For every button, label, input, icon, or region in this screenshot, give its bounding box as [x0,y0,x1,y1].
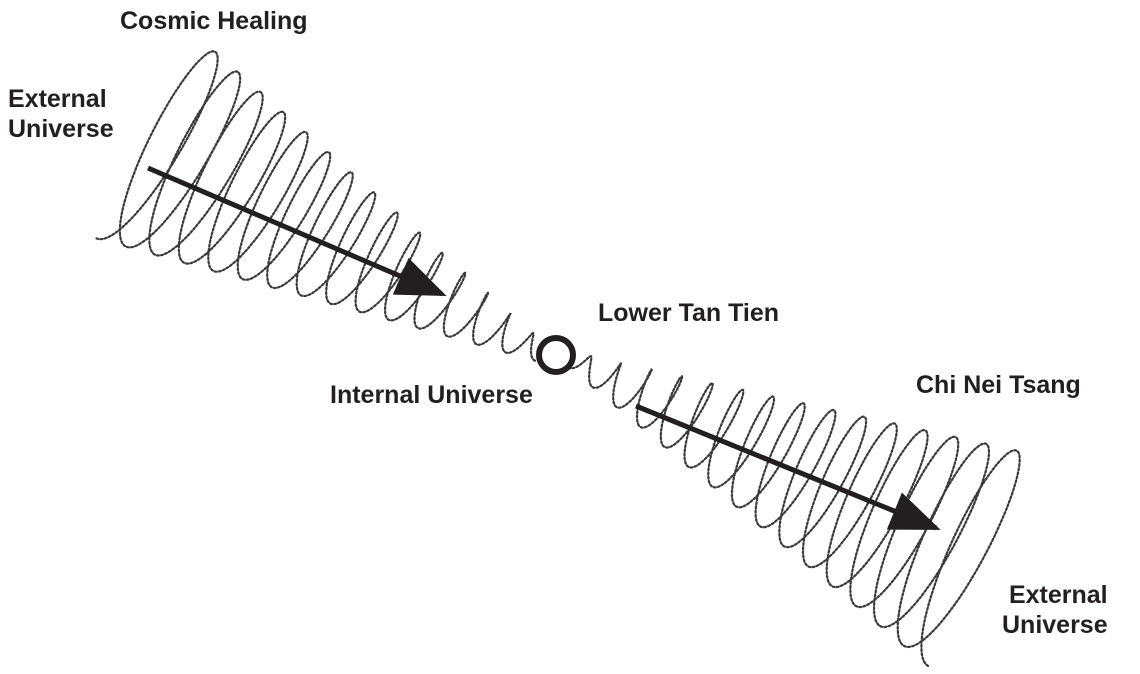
right-spiral-coil [569,356,1020,666]
external-universe-right-line2: Universe [1002,610,1108,640]
external-universe-left-line1: External [8,84,114,114]
cosmic-healing-label: Cosmic Healing [120,6,308,36]
left-energy-spiral [97,51,536,361]
right-energy-spiral [569,356,1020,666]
chi-nei-tsang-label: Chi Nei Tsang [916,370,1081,400]
external-universe-left-label: External Universe [8,84,114,144]
external-universe-left-line2: Universe [8,114,114,144]
lower-tan-tien-circle [539,338,573,372]
external-universe-right-line1: External [1002,580,1108,610]
external-universe-right-label: External Universe [1002,580,1108,640]
internal-universe-label: Internal Universe [330,380,533,410]
left-spiral-coil [97,51,536,361]
lower-tan-tien-label: Lower Tan Tien [598,298,779,328]
